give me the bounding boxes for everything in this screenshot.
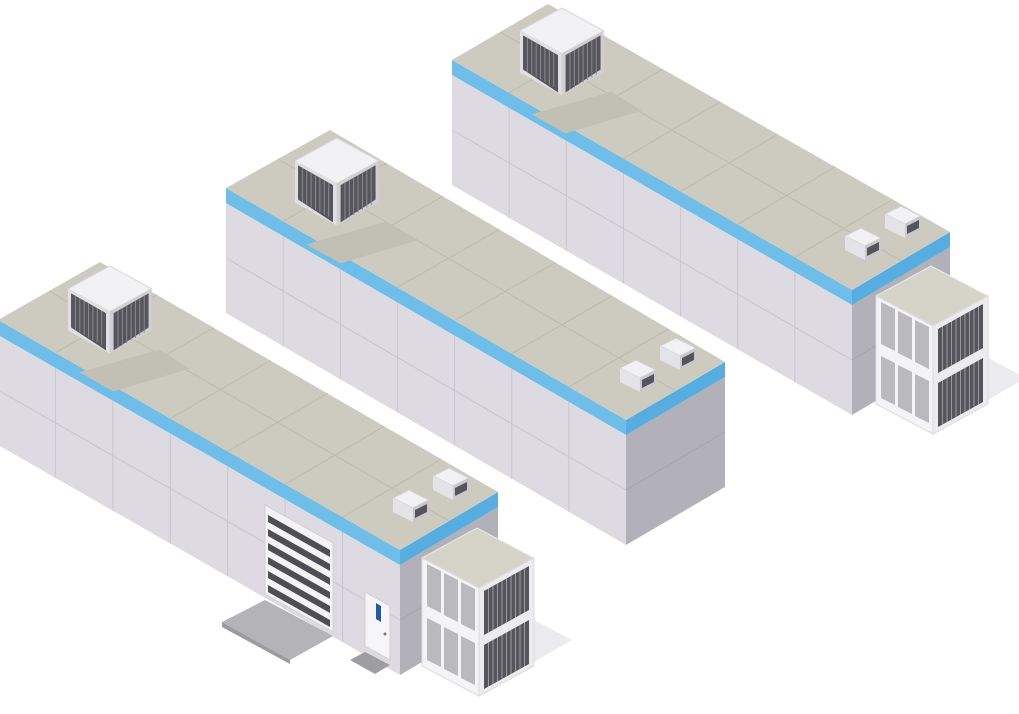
cooling-panel (915, 374, 929, 423)
condenser-front (620, 368, 640, 392)
condenser-fan-icon (867, 242, 879, 256)
building-back (451, 4, 1019, 435)
roof-trim-stripe (626, 362, 725, 435)
condenser-fan-icon (907, 220, 919, 234)
cooling-panel (461, 582, 475, 631)
roof-trim-stripe (400, 492, 498, 565)
roof-unit-shadow (531, 91, 642, 134)
garage-door-slat (268, 571, 330, 613)
loading-ramp (222, 600, 333, 660)
condenser-fan-icon (642, 374, 654, 388)
roof-trim-stripe (852, 232, 950, 305)
garage-door-slat (268, 585, 330, 627)
condenser-front (393, 498, 413, 522)
building-middle (225, 130, 726, 545)
cooling-panel (444, 573, 458, 622)
cooling-panel (898, 311, 912, 360)
entry-door (364, 591, 391, 661)
roof-unit-shadow (306, 221, 417, 264)
door-window-icon (376, 603, 381, 622)
panel-seam (225, 257, 627, 491)
cooling-panel (427, 618, 441, 667)
cooling-panel (444, 627, 458, 676)
condenser-fan-icon (415, 504, 427, 518)
garage-door-slat (268, 543, 330, 585)
condenser-front (660, 346, 680, 370)
condenser-front (885, 214, 905, 238)
cooling-panel (461, 636, 475, 685)
cooling-panel (881, 302, 895, 351)
cooling-panel (427, 564, 441, 613)
door-step (350, 652, 390, 674)
loading-ramp-edge (222, 622, 290, 664)
door-handle-icon (383, 632, 387, 636)
cooling-panel (881, 356, 895, 405)
garage-door-slat (268, 515, 330, 557)
garage-door-slat (268, 529, 330, 571)
building-front (0, 262, 572, 697)
panel-seam (625, 431, 726, 491)
roof-unit-shadow (79, 349, 190, 392)
condenser-front (433, 476, 453, 500)
cooling-panel (915, 320, 929, 369)
condenser-fan-icon (455, 482, 467, 496)
condenser-front (845, 236, 865, 260)
panel-seam (451, 129, 853, 361)
garage-door-slat (268, 557, 330, 599)
condenser-fan-icon (682, 352, 694, 366)
cooling-panel (898, 365, 912, 414)
